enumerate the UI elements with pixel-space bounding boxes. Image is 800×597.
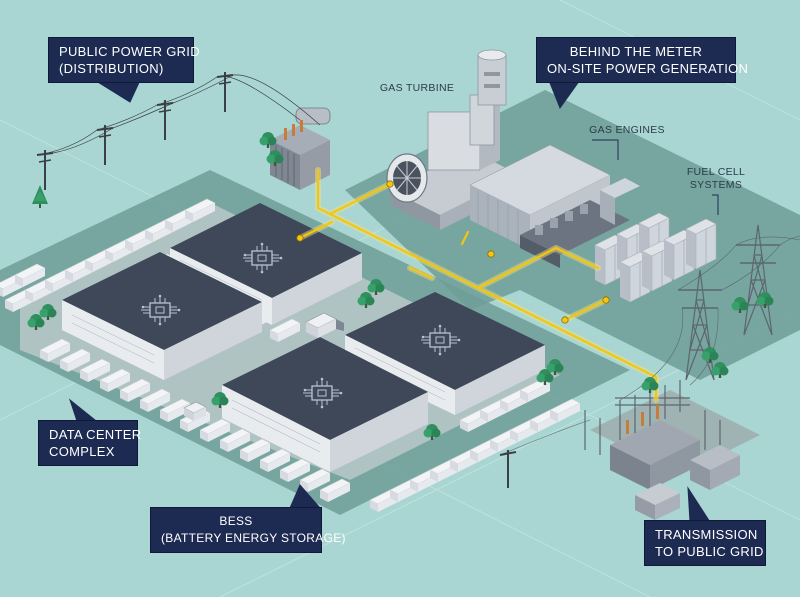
- callout-public-power-grid: PUBLIC POWER GRID (DISTRIBUTION): [48, 37, 200, 83]
- label-fuel-cell-line1: FUEL CELL: [686, 166, 746, 178]
- label-gas-turbine-text: GAS TURBINE: [379, 82, 455, 94]
- callout-bess: BESS (BATTERY ENERGY STORAGE): [150, 507, 346, 553]
- label-fuel-cell-line2: SYSTEMS: [689, 179, 743, 191]
- callout-behind-meter-line1: BEHIND THE METER: [569, 44, 703, 59]
- label-gas-turbine: GAS TURBINE: [372, 82, 462, 95]
- data-center-building-south: [222, 337, 428, 472]
- callout-bess-line2: (BATTERY ENERGY STORAGE): [161, 531, 346, 545]
- callout-data-center-line2: COMPLEX: [49, 444, 115, 459]
- transformer-icon: [270, 107, 331, 190]
- callout-public-grid-line1: PUBLIC POWER GRID: [59, 44, 200, 59]
- callout-bess-line1: BESS: [219, 514, 253, 528]
- label-gas-engines-text: GAS ENGINES: [589, 124, 665, 136]
- data-center-building-west: [62, 252, 262, 380]
- callout-behind-meter-line2: ON-SITE POWER GENERATION: [547, 61, 749, 76]
- truck-icon: [183, 401, 207, 421]
- power-pylon-icon: [499, 224, 800, 488]
- power-pole-line: [36, 71, 321, 191]
- callout-transmission-line1: TRANSMISSION: [655, 527, 758, 542]
- callout-public-grid-line2: (DISTRIBUTION): [59, 61, 164, 76]
- gas-engines: [469, 144, 640, 268]
- label-gas-engines: GAS ENGINES: [582, 124, 672, 137]
- label-fuel-cell-systems: FUEL CELL SYSTEMS: [676, 166, 756, 192]
- callout-data-center-complex: DATA CENTER COMPLEX: [38, 420, 142, 466]
- truck-icon: [305, 312, 344, 338]
- callout-data-center-line1: DATA CENTER: [49, 427, 142, 442]
- substation: [584, 380, 760, 520]
- callout-behind-the-meter: BEHIND THE METER ON-SITE POWER GENERATIO…: [536, 37, 749, 83]
- callout-transmission: TRANSMISSION TO PUBLIC GRID: [644, 520, 766, 566]
- callout-transmission-line2: TO PUBLIC GRID: [655, 544, 764, 559]
